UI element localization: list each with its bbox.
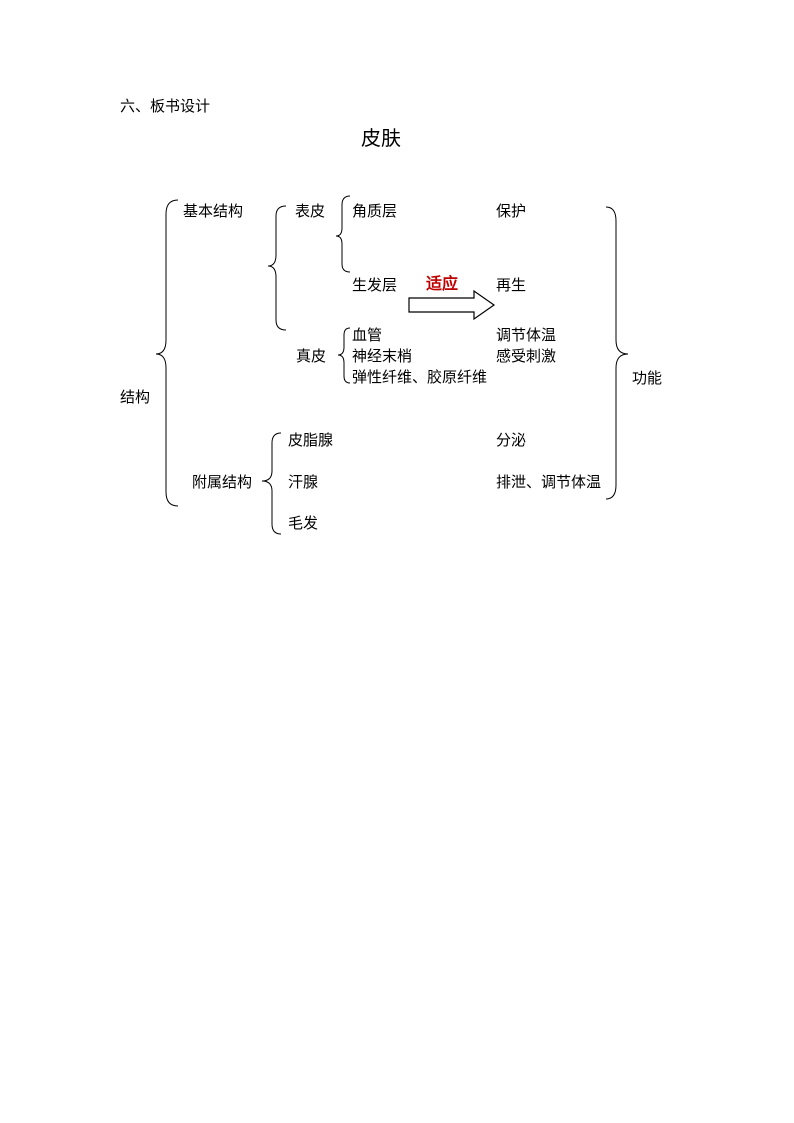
appendages-label: 附属结构	[192, 473, 253, 491]
basic-structure-label: 基本结构	[183, 202, 244, 220]
dermis-item: 血管	[352, 326, 383, 344]
stratum-corneum-label: 角质层	[352, 202, 398, 220]
adapt-label: 适应	[426, 274, 459, 293]
epidermis-label: 表皮	[295, 202, 326, 220]
function-item: 调节体温	[496, 326, 557, 344]
appendages-brace	[261, 432, 282, 535]
function-item: 保护	[496, 202, 527, 220]
dermis-brace	[337, 327, 351, 384]
function-item: 分泌	[496, 431, 527, 449]
germinal-layer-label: 生发层	[352, 276, 398, 294]
basic-structure-brace	[267, 205, 287, 331]
function-item: 感受刺激	[496, 347, 557, 365]
function-brace	[605, 206, 629, 500]
dermis-item: 弹性纤维、胶原纤维	[352, 368, 488, 386]
dermis-label: 真皮	[296, 347, 327, 365]
structure-label: 结构	[120, 388, 151, 406]
page-title: 皮肤	[361, 126, 401, 150]
adapt-arrow	[408, 289, 496, 321]
function-item: 排泄、调节体温	[496, 473, 602, 491]
appendage-item: 毛发	[288, 514, 319, 532]
dermis-item: 神经末梢	[352, 347, 413, 365]
appendage-item: 皮脂腺	[288, 431, 334, 449]
function-item: 再生	[496, 276, 527, 294]
epidermis-brace	[335, 195, 351, 273]
section-heading: 六、板书设计	[120, 97, 211, 115]
structure-brace	[155, 199, 179, 507]
function-label: 功能	[632, 369, 663, 387]
appendage-item: 汗腺	[288, 473, 319, 491]
